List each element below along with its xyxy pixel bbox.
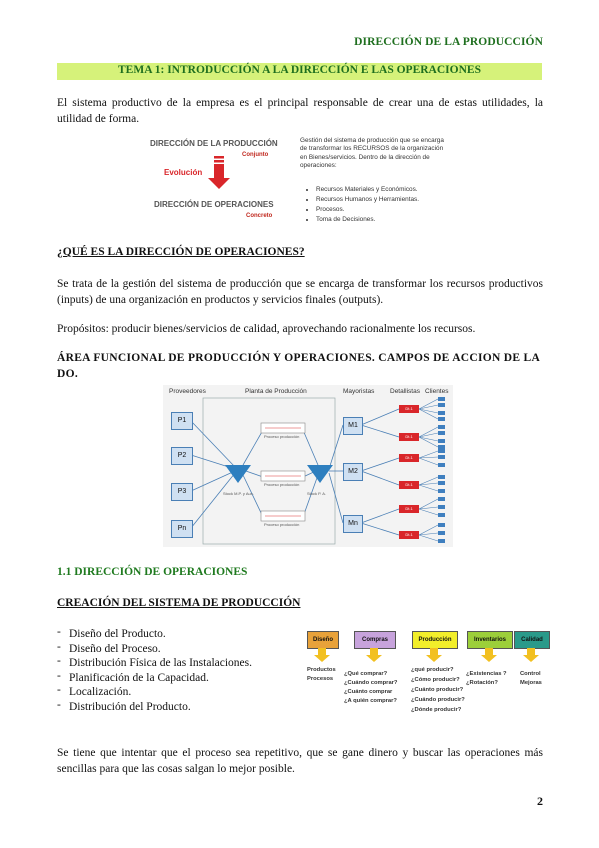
fig1-bottom-label: DIRECCIÓN DE OPERACIONES — [154, 200, 274, 209]
decision-item: Mejoras — [520, 680, 542, 686]
fig1-bullet: Recursos Materiales y Económicos. — [316, 185, 456, 195]
decision-box-compras: Compras — [354, 631, 396, 649]
decision-arrows — [314, 648, 539, 662]
figure-production-flow: Proveedores Planta de Producción Mayoris… — [163, 385, 453, 547]
fig1-bullet: Toma de Decisiones. — [316, 215, 456, 225]
fig2-label-mayoristas: Mayoristas — [343, 388, 375, 395]
decision-items-inventarios: ¿Existencias ? ¿Rotación? — [466, 670, 507, 688]
decision-item: ¿Rotación? — [466, 680, 498, 686]
fig1-bullet-list: Recursos Materiales y Económicos. Recurs… — [300, 185, 456, 225]
fig2-process-label: Proceso producción — [264, 434, 300, 439]
retailer-node: Dt.1 — [399, 433, 419, 441]
fig2-process-label: Proceso producción — [264, 482, 300, 487]
running-header: DIRECCIÓN DE LA PRODUCCIÓN — [354, 36, 543, 48]
fig2-label-proveedores: Proveedores — [169, 388, 206, 395]
figure-evolution: DIRECCIÓN DE LA PRODUCCIÓN Conjunto Evol… — [150, 134, 450, 230]
down-arrow-icon — [208, 156, 230, 189]
list-item: Diseño del Producto. — [57, 625, 297, 642]
fig2-connectors — [190, 397, 445, 545]
list-item: Distribución Física de las Instalaciones… — [57, 654, 297, 671]
decision-item: ¿Qué comprar? — [344, 671, 388, 677]
wholesaler-node: Mn — [343, 515, 363, 533]
decision-item: Control — [520, 671, 541, 677]
decision-items-calidad: Control Mejoras — [520, 670, 542, 688]
closing-paragraph: Se tiene que intentar que el proceso sea… — [57, 747, 543, 775]
supplier-node: P1 — [171, 412, 193, 430]
decision-items-diseno: Productos Procesos — [307, 666, 336, 684]
fig2-label-clientes: Clientes — [425, 388, 449, 395]
section-heading-1-1: 1.1 DIRECCIÓN DE OPERACIONES — [57, 566, 248, 578]
section-heading-creacion: CREACIÓN DEL SISTEMA DE PRODUCCIÓN — [57, 597, 301, 609]
retailer-node: Dt.1 — [399, 454, 419, 462]
list-item: Planificación de la Capacidad. — [57, 669, 297, 686]
decision-item: ¿Existencias ? — [466, 671, 507, 677]
fig2-label-planta: Planta de Producción — [245, 388, 307, 395]
fig1-bullet: Recursos Humanos y Herramientas. — [316, 195, 456, 205]
retailer-node: Dt.1 — [399, 405, 419, 413]
decision-box-diseno: Diseño — [307, 631, 339, 649]
fig1-evolution: Evolución — [164, 168, 203, 177]
page-number: 2 — [537, 794, 543, 808]
decision-items-compras: ¿Qué comprar? ¿Cuándo comprar? ¿Cuánto c… — [344, 670, 397, 706]
decision-item: ¿Dónde producir? — [411, 707, 462, 713]
fig1-top-label: DIRECCIÓN DE LA PRODUCCIÓN — [150, 139, 278, 148]
decision-item: ¿qué producir? — [411, 667, 454, 673]
fig2-stock-pa: Stock P. A. — [307, 491, 327, 496]
decision-item: ¿Cuánto comprar — [344, 689, 393, 695]
figure-decision-areas: Diseño Compras Producción Inventarios Ca… — [304, 628, 552, 724]
decision-item: ¿A quién comprar? — [344, 698, 397, 704]
tema-highlight — [57, 63, 542, 80]
fig1-bullet: Procesos. — [316, 205, 456, 215]
fig1-description: Gestión del sistema de producción que se… — [300, 137, 444, 169]
supplier-node: Pn — [171, 520, 193, 538]
decision-item: ¿Cuándo producir? — [411, 697, 465, 703]
retailer-node: Dt.1 — [399, 531, 419, 539]
decision-item: ¿Cuándo comprar? — [344, 680, 398, 686]
decision-box-calidad: Calidad — [514, 631, 550, 649]
supplier-node: P2 — [171, 447, 193, 465]
supplier-node: P3 — [171, 483, 193, 501]
decision-item: ¿Cómo producir? — [411, 677, 460, 683]
list-item: Localización. — [57, 683, 297, 700]
fig2-label-detallistas: Detallistas — [390, 388, 420, 395]
wholesaler-node: M2 — [343, 463, 363, 481]
tema-title: TEMA 1: INTRODUCCIÓN A LA DIRECCIÓN E LA… — [118, 64, 481, 76]
retailer-node: Dt.1 — [399, 505, 419, 513]
section-heading-area: ÁREA FUNCIONAL DE PRODUCCIÓN Y OPERACION… — [57, 352, 540, 380]
creacion-list: Diseño del Producto. Diseño del Proceso.… — [57, 625, 297, 715]
list-item: Distribución del Producto. — [57, 698, 297, 715]
definition-paragraph: Se trata de la gestión del sistema de pr… — [57, 278, 543, 306]
fig2-process-label: Proceso producción — [264, 522, 300, 527]
list-item: Diseño del Proceso. — [57, 640, 297, 657]
fig1-bottom-sub: Concreto — [246, 213, 273, 219]
decision-item: ¿Cuánto producir? — [411, 687, 464, 693]
retailer-node: Dt.1 — [399, 481, 419, 489]
fig2-stock-mp: Stock M.P. y Aux. — [223, 491, 254, 496]
decision-box-inventarios: Inventarios — [467, 631, 513, 649]
decision-items-produccion: ¿qué producir? ¿Cómo producir? ¿Cuánto p… — [411, 665, 465, 715]
purpose-paragraph: Propósitos: producir bienes/servicios de… — [57, 323, 476, 335]
intro-paragraph: El sistema productivo de la empresa es e… — [57, 97, 543, 125]
decision-box-produccion: Producción — [412, 631, 458, 649]
fig1-top-sub: Conjunto — [242, 152, 269, 158]
decision-item: Productos — [307, 667, 336, 673]
decision-item: Procesos — [307, 676, 334, 682]
wholesaler-node: M1 — [343, 417, 363, 435]
section-heading-que-es: ¿QUÉ ES LA DIRECCIÓN DE OPERACIONES? — [57, 246, 305, 258]
